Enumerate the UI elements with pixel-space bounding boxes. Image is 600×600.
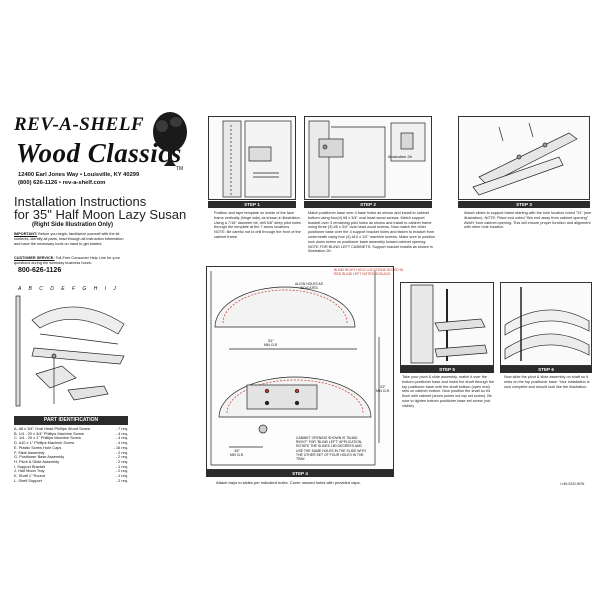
part-list-item: K. Shaft 1" Round - 1 req. <box>14 473 128 479</box>
part-list-item: E. Plastic Screw Hole Caps - 16 req. <box>14 444 129 451</box>
step-4-dim-bottom: 15" <box>234 448 240 453</box>
part-name: J. Half Moon Tray <box>14 468 45 474</box>
brand-line: Wood Classics <box>16 138 182 168</box>
part-name: D. #10 x 1" Phillips Machine Screw <box>14 440 75 446</box>
brand-address: 12400 Earl Jones Way • Louisville, KY 40… <box>18 172 140 178</box>
parts-illustration <box>15 295 125 407</box>
step-2-label: STEP 2 <box>304 201 432 208</box>
step-3-illustration <box>458 116 590 200</box>
step-4-dim-side-sub: MIN CLR. <box>376 389 390 393</box>
step-3-text: Attach slides to support frame starting … <box>464 211 592 230</box>
part-list-item: D. #10 x 1" Phillips Machine Screw - 4 re… <box>14 440 128 446</box>
part-list-item: A. #8 x 3/4" Oval Head Phillips Wood Scr… <box>14 426 128 432</box>
brand-contact: (800) 626-1126 • rev-a-shelf.com <box>18 180 106 186</box>
trademark: TM <box>176 166 184 172</box>
part-quantity: - 2 req. <box>115 477 128 483</box>
part-name: H. Pivot & Glide Assembly <box>14 458 60 464</box>
part-name: L. Shelf Support <box>14 477 42 483</box>
part-quantity: - 4 req. <box>115 430 128 436</box>
part-name: E. Plastic Screw Hole Caps <box>14 444 62 450</box>
step-4-dim-top-sub: MIN CLR. <box>264 343 278 347</box>
part-list: A. #8 x 3/4" Oval Head Phillips Wood Scr… <box>14 426 129 484</box>
bottom-note: Attach trays to slides per indicated hol… <box>216 480 361 485</box>
page-title: Installation Instructions for 35" Half M… <box>14 195 186 221</box>
part-list-item: G. Positioner Base Assembly - 2 req. <box>14 455 128 460</box>
part-name: K. Shaft 1" Round <box>14 473 46 479</box>
tree-logo-icon <box>153 112 187 166</box>
part-quantity: - 2 req. <box>115 449 128 455</box>
part-quantity: - 7 req. <box>115 426 128 431</box>
step-1-text: Position and tape template on inside of … <box>214 211 301 239</box>
part-name: G. Positioner Base Assembly <box>14 454 65 460</box>
customer-service-text: Toll-Free Consumer Help Line for your qu… <box>14 256 120 265</box>
step-6-drawing <box>504 287 590 361</box>
step-5-text: Take your pivot & slide assembly, match … <box>402 375 495 408</box>
step-2-text: Match positioner base over 4 base holes … <box>308 211 436 254</box>
title-line-1: Installation Instructions <box>14 194 147 209</box>
part-name: A. #8 x 3/4" Oval Head Phillips Wood Scr… <box>14 426 90 431</box>
phone-number: 800-626-1126 <box>18 267 62 274</box>
step-2-illustration <box>304 116 432 200</box>
step-4-red-note: BLIND RIGHT HOLE LOCATIONS NOTED IN RED … <box>334 268 404 276</box>
part-quantity: - 1 req. <box>115 473 128 479</box>
part-quantity: - 2 req. <box>115 454 128 460</box>
brand-address-block: 12400 Earl Jones Way • Louisville, KY 40… <box>18 171 139 187</box>
part-name: I. Support Bracket <box>14 463 46 469</box>
part-quantity: - 1 req. <box>115 463 128 469</box>
step-6-label: STEP 6 <box>500 366 592 373</box>
step-4-label: STEP 4 <box>206 470 394 477</box>
part-list-item: I. Support Bracket - 1 req. <box>14 463 128 470</box>
step-5-drawing <box>410 284 488 364</box>
part-list-item: F. Slide Assembly - 2 req. <box>14 449 128 456</box>
customer-service-note: CUSTOMER SERVICE: Toll-Free Consumer Hel… <box>14 256 124 266</box>
part-quantity: - 4 req. <box>115 440 128 446</box>
part-name: B. 1/4 - 20 x 3/4" Phillips Machine Scre… <box>14 430 84 436</box>
step-3-drawing <box>472 122 578 196</box>
step-3-label: STEP 3 <box>458 201 590 208</box>
part-list-item: L. Shelf Support - 2 req. <box>14 477 128 484</box>
step-2-drawing <box>308 120 426 198</box>
step-5-label: STEP 5 <box>400 366 494 373</box>
customer-service-label: CUSTOMER SERVICE: <box>14 256 55 260</box>
part-quantity: - 2 req. <box>115 458 128 464</box>
important-text: Before you begin, familiarize yourself w… <box>14 232 124 246</box>
part-list-item: H. Pivot & Glide Assembly - 2 req. <box>14 458 128 465</box>
step-5-illustration <box>400 282 494 366</box>
part-name: C. 1/4 - 20 x 1" Phillips Machine Screw <box>14 435 81 441</box>
step-1-drawing <box>222 120 292 198</box>
step-6-illustration <box>500 282 592 366</box>
part-list-item: C. 1/4 - 20 x 1" Phillips Machine Screw -… <box>14 436 128 441</box>
document-code: I-HM-5332-BRN <box>560 482 585 486</box>
step-4-cabinet-note: CABINET OPENING SHOWN IS "BLIND RIGHT" F… <box>296 436 366 462</box>
part-quantity: - 4 req. <box>115 435 128 441</box>
step-4-align-note: ALIGN HOLES AS INDICATED <box>295 282 323 290</box>
part-list-item: J. Half Moon Tray - 2 req. <box>14 469 128 474</box>
important-label: IMPORTANT: <box>14 232 38 236</box>
part-quantity: - 16 req. <box>113 444 129 450</box>
important-note: IMPORTANT: Before you begin, familiarize… <box>14 232 126 247</box>
brand-name: REV-A-SHELF <box>14 114 145 135</box>
page-subtitle: (Right Side Illustration Only) <box>32 222 113 228</box>
step-6-text: Now slide the pivot & slide assembly on … <box>504 375 590 389</box>
step-4-dim-bottom-sub: MIN CLR. <box>230 453 244 457</box>
step-4-illustration <box>206 266 394 470</box>
title-line-2: for 35" Half Moon Lazy Susan <box>14 207 187 222</box>
part-quantity: - 2 req. <box>115 468 128 474</box>
part-name: F. Slide Assembly <box>14 449 45 455</box>
step-4-dim-side: 22" <box>380 384 386 389</box>
step-2-caption: Illustration 2b <box>388 154 412 159</box>
step-4-drawing <box>210 271 380 466</box>
step-1-label: STEP 1 <box>208 201 296 208</box>
step-4-dim-top: 31" <box>268 338 274 343</box>
step-1-illustration <box>208 116 296 200</box>
part-identification-header: PART IDENTIFICATION <box>14 416 128 425</box>
part-list-item: B. 1/4 - 20 x 3/4" Phillips Machine Scre… <box>14 430 128 437</box>
parts-letters: A B C D E F G H I J <box>18 286 119 292</box>
